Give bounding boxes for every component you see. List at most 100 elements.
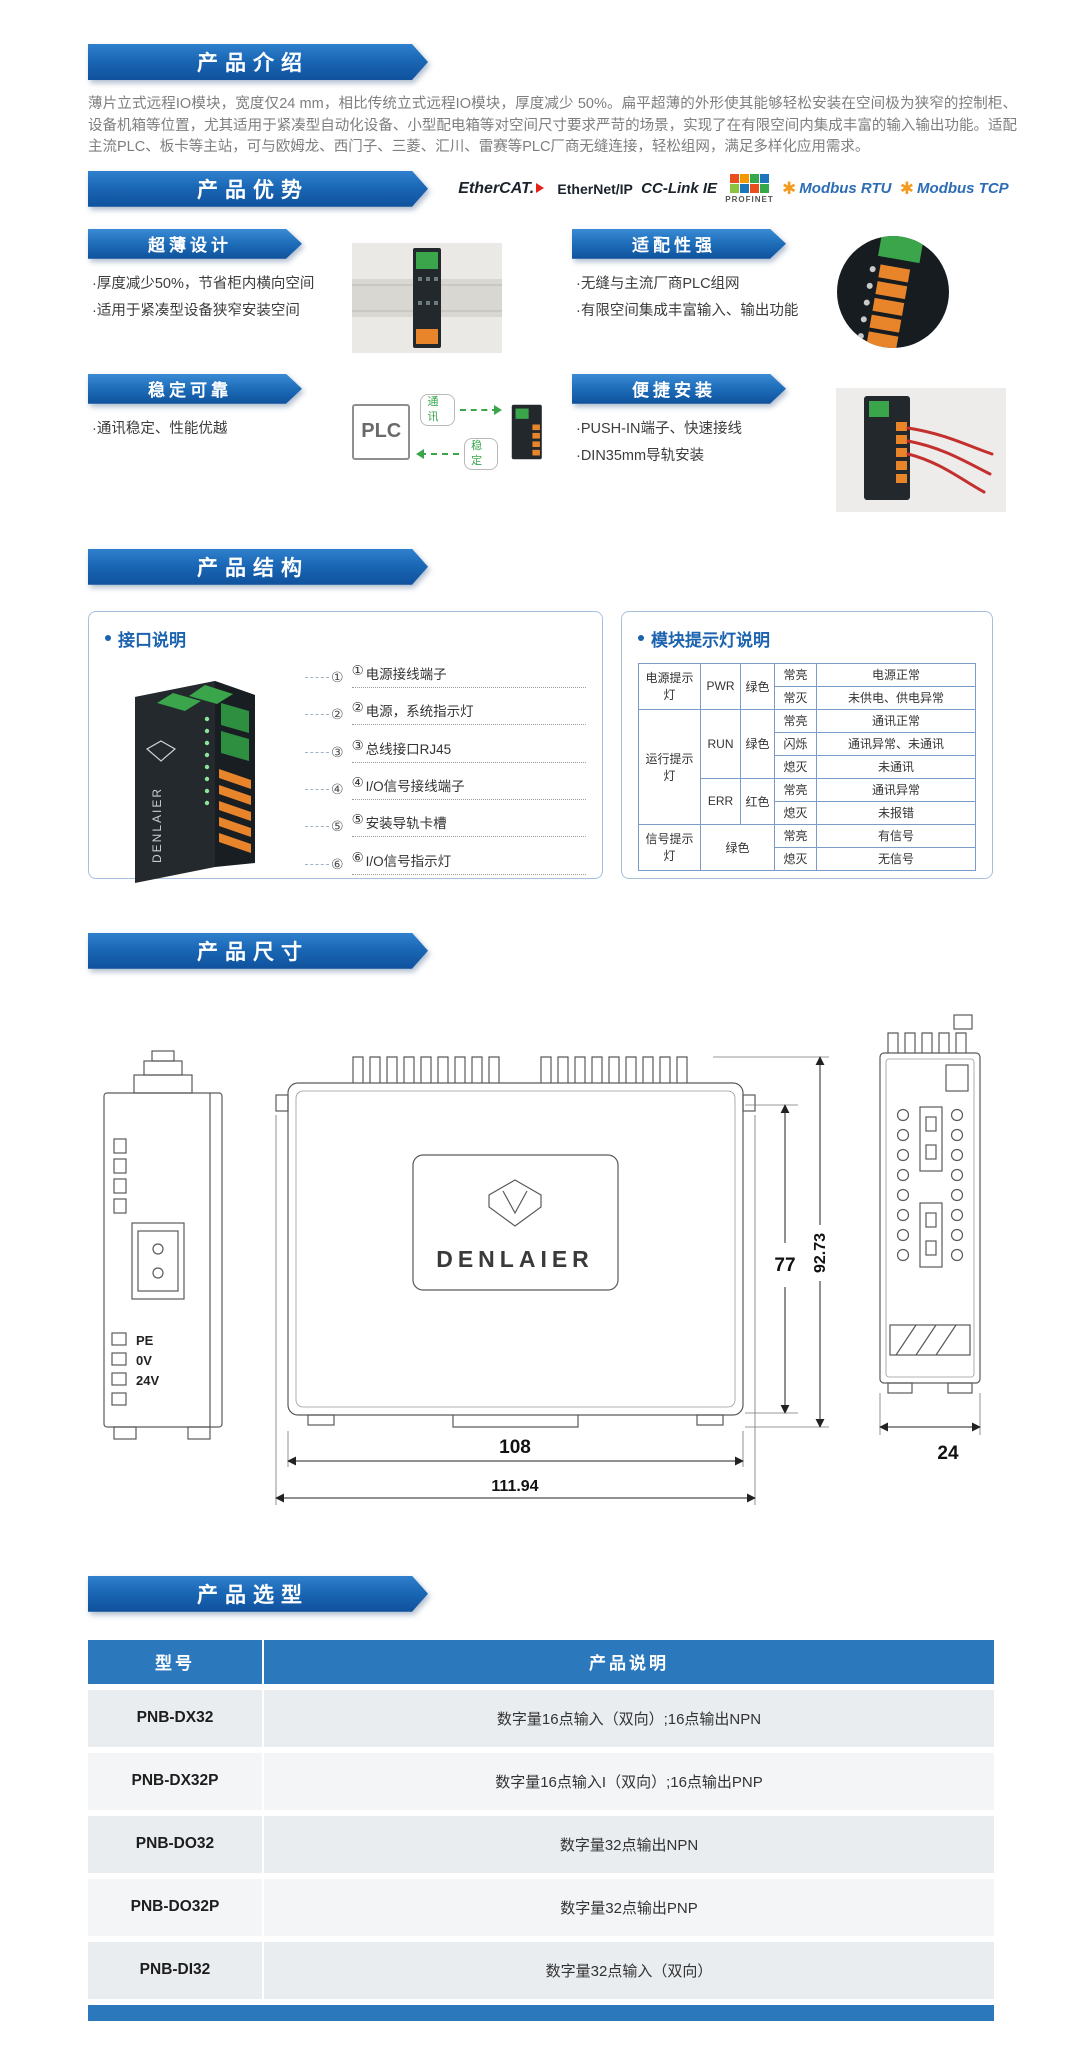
- section-advantages: 产品优势 EtherCAT. EtherNet/IP CC-Link IE PR…: [88, 171, 1017, 517]
- front-logo-text: DENLAIER: [436, 1246, 594, 1272]
- indicator-group-name: 信号提示灯: [638, 823, 701, 871]
- feature-compatibility-text: 适配性强 ·无缝与主流厂商PLC组网 ·有限空间集成丰富输入、输出功能: [572, 229, 824, 325]
- interface-panel-title: 接口说明: [118, 630, 186, 650]
- model-row: PNB-DI32 数字量32点输入（双向）: [88, 1941, 994, 1999]
- callout-number: ⑥: [331, 855, 344, 872]
- leader-line: [305, 863, 329, 865]
- feature-bullet: ·适用于紧凑型设备狭窄安装空间: [92, 302, 300, 319]
- led-desc: 未供电、供电异常: [816, 685, 976, 710]
- ethercat-arrow-icon: [536, 182, 549, 193]
- dimension-drawings: PE 0V 24V: [88, 995, 1017, 1550]
- indicator-group-name: 运行提示灯: [638, 708, 701, 825]
- column-header-model: 型号: [88, 1639, 264, 1684]
- section-title-dimensions: 产品尺寸: [88, 933, 428, 969]
- feature-title-reliability: 稳定可靠: [88, 374, 302, 404]
- section-title-selection: 产品选型: [88, 1576, 428, 1612]
- bullet-dot-icon: [638, 635, 644, 642]
- callout-number: ③: [331, 743, 344, 760]
- comm-chip: 通讯: [420, 393, 455, 426]
- callout-number: ②: [331, 706, 344, 723]
- led-state: 闪烁: [774, 731, 817, 756]
- terminal-closeup-image: [836, 232, 950, 354]
- led-color: 红色: [740, 777, 775, 825]
- modbus-star-icon: ✱: [782, 179, 797, 199]
- cc-link-ie-logo: CC-Link IE: [641, 180, 718, 198]
- callout-number: ④: [331, 780, 344, 797]
- arrow-left-icon: [416, 448, 460, 459]
- terminal-label-pe: PE: [136, 1333, 154, 1348]
- led-desc: 电源正常: [816, 662, 976, 687]
- section-title-structure: 产品结构: [88, 549, 428, 585]
- feature-bullet: ·有限空间集成丰富输入、输出功能: [576, 302, 799, 319]
- terminal-label-0v: 0V: [136, 1353, 152, 1368]
- bullet-dot-icon: [105, 635, 111, 642]
- section-structure: 产品结构 接口说明: [88, 549, 1017, 883]
- dim-77: 77: [774, 1255, 795, 1276]
- led-state: 常亮: [774, 823, 817, 848]
- section-title-advantages: 产品优势: [88, 171, 428, 207]
- section-dimensions: 产品尺寸: [88, 933, 1017, 1550]
- indicator-table: 电源提示灯 PWR 绿色 常亮 电源正常 常灭 未供电、供电异常 运行提示灯: [638, 662, 976, 871]
- section-intro: 产品介绍 薄片立式远程IO模块，宽度仅24 mm，相比传统立式远程IO模块，厚度…: [88, 0, 1017, 159]
- structure-panels: 接口说明: [88, 610, 1017, 883]
- right-side-view-drawing: 24: [879, 1014, 981, 1464]
- leader-line: [305, 788, 329, 790]
- plc-communication-diagram: PLC 通讯 稳定: [352, 393, 546, 470]
- selection-table-header: 型号 产品说明: [88, 1639, 994, 1684]
- modbus-tcp-label: Modbus TCP: [917, 180, 1009, 198]
- left-side-view-drawing: PE 0V 24V: [103, 1050, 223, 1440]
- leader-line: [305, 826, 329, 828]
- model-row: PNB-DO32 数字量32点输出NPN: [88, 1815, 994, 1873]
- dim-111-94: 111.94: [491, 1478, 538, 1495]
- led-desc: 无信号: [816, 846, 976, 871]
- led-state: 熄灭: [774, 846, 817, 871]
- dim-24: 24: [937, 1443, 959, 1464]
- profinet-logo: PROFINET: [725, 173, 773, 204]
- plc-box: PLC: [352, 403, 411, 460]
- feature-title-easy-install: 便捷安装: [572, 374, 786, 404]
- leader-line: [305, 714, 329, 716]
- profinet-blocks-icon: [730, 173, 770, 193]
- ethercat-logo: EtherCAT.: [458, 180, 549, 198]
- feature-easy-install-text: 便捷安装 ·PUSH-IN端子、快速接线 ·DIN35mm导轨安装: [572, 374, 824, 470]
- dim-108: 108: [499, 1437, 531, 1458]
- led-state: 常亮: [774, 662, 817, 687]
- feature-bullet: ·DIN35mm导轨安装: [576, 447, 705, 464]
- model-cell: PNB-DO32P: [88, 1878, 264, 1936]
- led-color: 绿色: [700, 823, 775, 871]
- plc-arrows: 通讯 稳定: [416, 393, 503, 470]
- desc-cell: 数字量16点输入（双向）;16点输出NPN: [496, 1710, 762, 1728]
- terminal-label-24v: 24V: [136, 1373, 159, 1388]
- leader-line: [305, 676, 329, 678]
- led-desc: 通讯异常: [816, 777, 976, 802]
- protocol-logos: EtherCAT. EtherNet/IP CC-Link IE PROFINE…: [450, 173, 1017, 204]
- front-view-drawing: DENLAIER 108 111.94 77: [275, 1055, 829, 1505]
- features-grid: 超薄设计 ·厚度减少50%，节省柜内横向空间 ·适用于紧凑型设备狭窄安装空间: [88, 229, 1017, 517]
- feature-compatibility: 适配性强 ·无缝与主流厂商PLC组网 ·有限空间集成丰富输入、输出功能: [572, 229, 1017, 358]
- indicator-panel-title: 模块提示灯说明: [651, 630, 770, 650]
- led-desc: 未通讯: [816, 754, 976, 779]
- led-desc: 通讯正常: [816, 708, 976, 733]
- advantages-banner-wrap: 产品优势: [88, 171, 428, 207]
- modbus-star-icon: ✱: [899, 179, 915, 199]
- modbus-tcp-logo: ✱Modbus TCP: [900, 180, 1009, 197]
- feature-title-compatibility: 适配性强: [572, 229, 786, 259]
- column-header-desc: 产品说明: [589, 1654, 669, 1674]
- model-cell: PNB-DX32P: [88, 1752, 264, 1810]
- feature-ultra-thin: 超薄设计 ·厚度减少50%，节省柜内横向空间 ·适用于紧凑型设备狭窄安装空间: [88, 229, 546, 358]
- modbus-rtu-label: Modbus RTU: [799, 180, 892, 198]
- led-state: 熄灭: [774, 800, 817, 825]
- led-state: 常灭: [774, 685, 817, 710]
- indicator-group-name: 电源提示灯: [638, 662, 701, 710]
- desc-cell: 数字量32点输出PNP: [560, 1899, 698, 1917]
- callout-number: ⑤: [331, 818, 344, 835]
- module-brand-text: DENLAIER: [150, 787, 164, 863]
